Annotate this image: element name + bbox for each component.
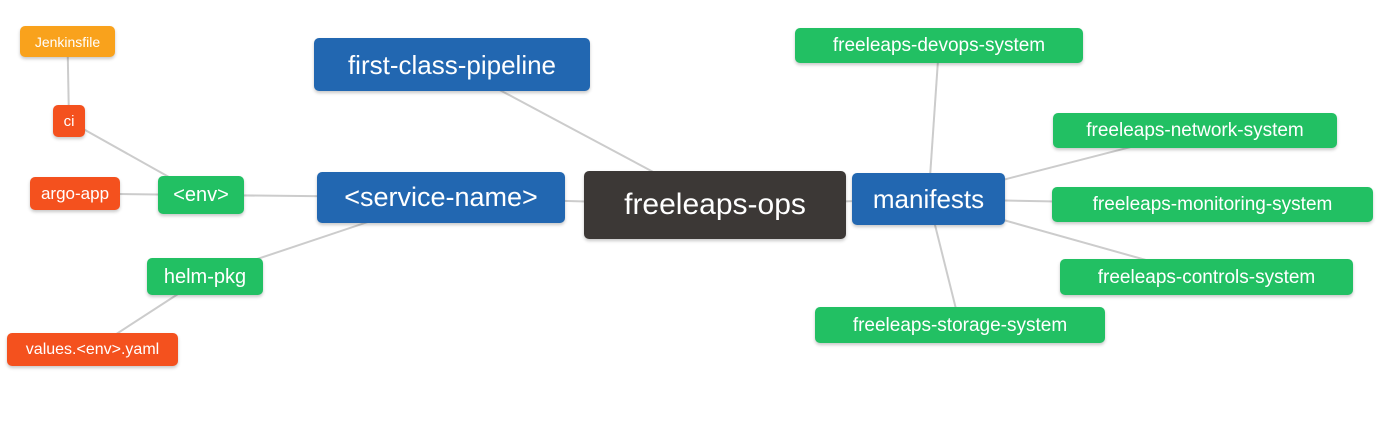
node-freeleaps-ops-root[interactable]: freeleaps-ops — [584, 171, 846, 239]
node-jenkinsfile[interactable]: Jenkinsfile — [20, 26, 115, 57]
node-freeleaps-storage-system[interactable]: freeleaps-storage-system — [815, 307, 1105, 343]
node-helm-pkg[interactable]: helm-pkg — [147, 258, 263, 295]
node-env[interactable]: <env> — [158, 176, 244, 214]
node-ci[interactable]: ci — [53, 105, 85, 137]
node-values-env-yaml[interactable]: values.<env>.yaml — [7, 333, 178, 366]
node-service-name[interactable]: <service-name> — [317, 172, 565, 223]
node-freeleaps-controls-system[interactable]: freeleaps-controls-system — [1060, 259, 1353, 295]
node-freeleaps-devops-system[interactable]: freeleaps-devops-system — [795, 28, 1083, 63]
node-first-class-pipeline[interactable]: first-class-pipeline — [314, 38, 590, 91]
node-freeleaps-network-system[interactable]: freeleaps-network-system — [1053, 113, 1337, 148]
node-freeleaps-monitoring-system[interactable]: freeleaps-monitoring-system — [1052, 187, 1373, 222]
node-argo-app[interactable]: argo-app — [30, 177, 120, 210]
node-manifests[interactable]: manifests — [852, 173, 1005, 225]
